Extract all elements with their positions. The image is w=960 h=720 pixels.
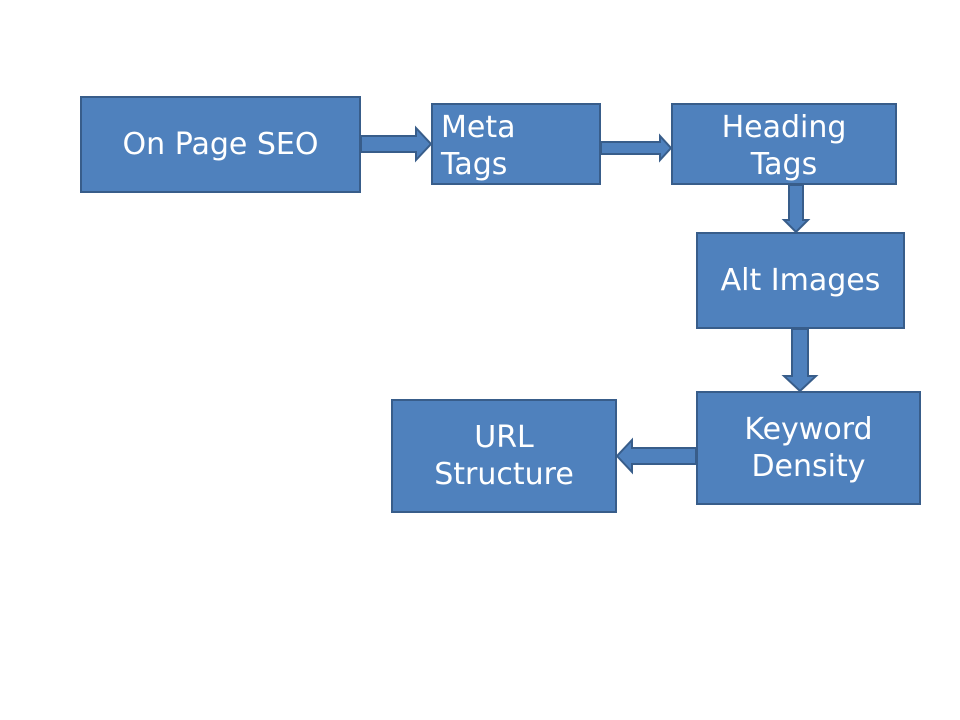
- node-label-on-page-seo: On Page SEO: [122, 127, 319, 162]
- node-label-keyword-density: Keyword Density: [744, 412, 873, 484]
- node-label-alt-images: Alt Images: [720, 263, 881, 298]
- arrow-keyword-density-to-url-structure: [615, 437, 697, 475]
- arrow-heading-tags-to-alt-images: [781, 184, 811, 234]
- arrow-meta-tags-to-heading-tags: [600, 133, 673, 163]
- node-keyword-density: Keyword Density: [696, 391, 921, 505]
- node-meta-tags: Meta Tags: [431, 103, 601, 185]
- node-label-url-structure: URL Structure: [434, 420, 574, 492]
- arrow-on-page-seo-to-meta-tags: [360, 125, 433, 163]
- node-on-page-seo: On Page SEO: [80, 96, 361, 193]
- node-alt-images: Alt Images: [696, 232, 905, 329]
- arrow-alt-images-to-keyword-density: [781, 328, 819, 393]
- node-label-heading-tags: Heading Tags: [721, 110, 847, 182]
- node-label-meta-tags: Meta Tags: [441, 110, 516, 182]
- node-heading-tags: Heading Tags: [671, 103, 897, 185]
- node-url-structure: URL Structure: [391, 399, 617, 513]
